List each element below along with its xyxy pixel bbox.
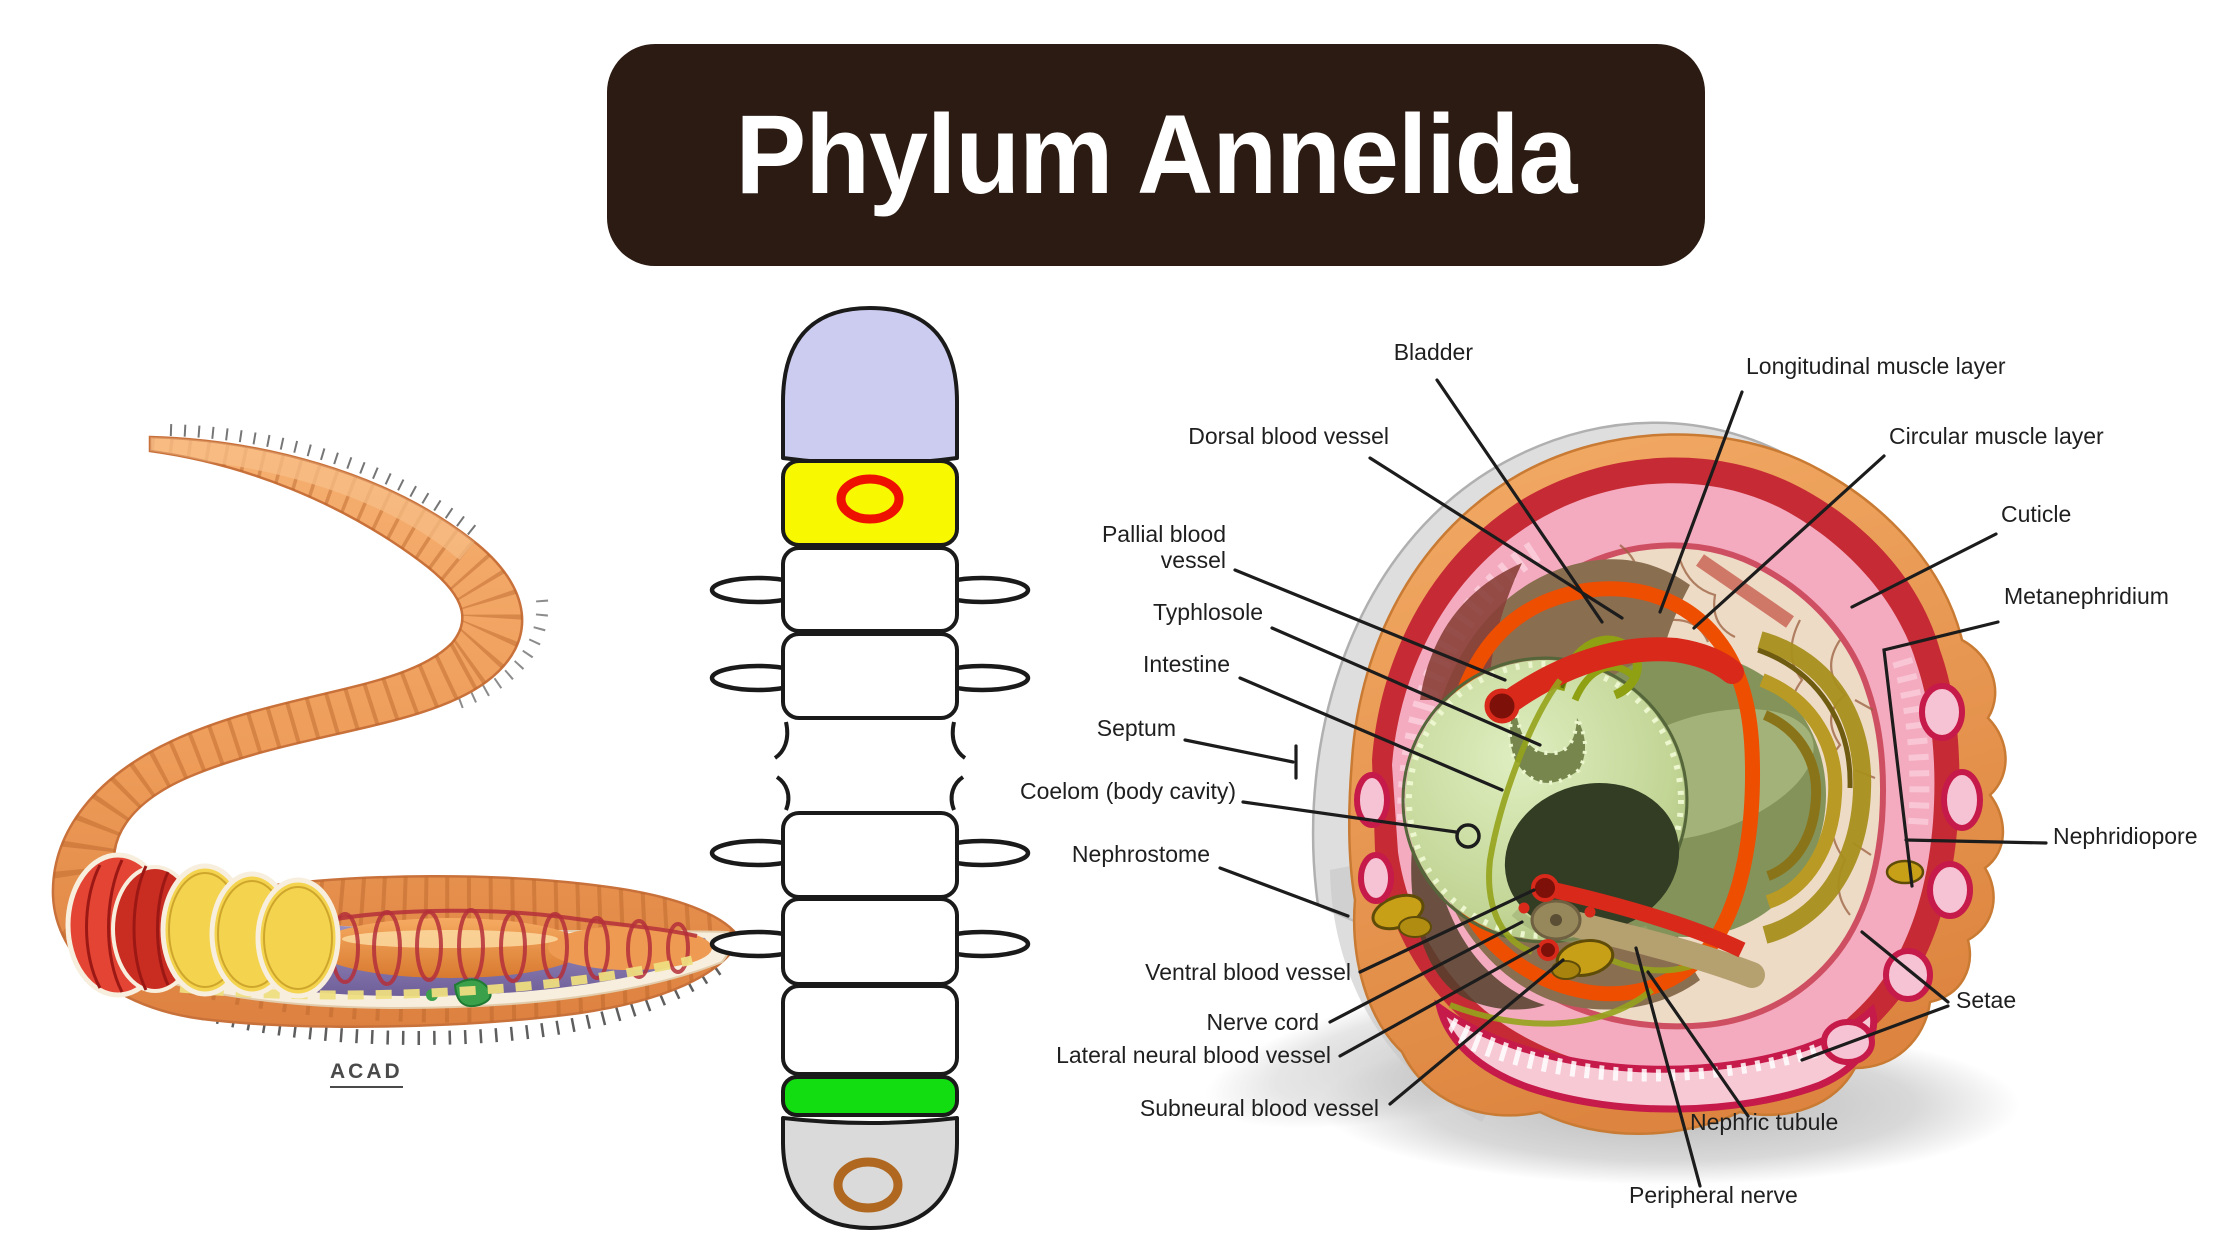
leader-metanephridium: [1882, 620, 2000, 888]
worm-setae-bottom: [74, 945, 731, 1046]
worm-ring-vessels: [330, 908, 690, 986]
ventral-blood-vessel-shape: [1543, 880, 1746, 958]
label-intestine: Intestine: [1143, 651, 1230, 677]
tail-ring: [833, 1157, 903, 1213]
lateral-neural-vessel-left: [1518, 902, 1530, 914]
nerve-cord-tube: [1545, 907, 1765, 988]
segment-tail: [781, 1116, 959, 1230]
label-circular-muscle-layer: Circular muscle layer: [1889, 423, 2104, 449]
segment-clitellum: [781, 459, 959, 547]
leader-ventral-blood-vessel: [1358, 888, 1536, 974]
worm-cutaway: [65, 852, 733, 1010]
leader-septum: [1183, 738, 1295, 764]
label-typhlosole: Typhlosole: [1153, 599, 1263, 625]
leader-longitudinal-muscle-layer: [1658, 390, 1744, 614]
dorsal-blood-vessel-shape: [1493, 637, 1744, 717]
title-banner: Phylum Annelida: [607, 44, 1705, 266]
label-ventral-blood-vessel: Ventral blood vessel: [1145, 959, 1351, 985]
leader-lateral-neural-blood-vessel: [1338, 944, 1540, 1058]
segment-growth-zone: [781, 1075, 959, 1117]
label-nephric-tubule: Nephric tubule: [1690, 1109, 1839, 1135]
typhlosole-fold: [1508, 704, 1587, 785]
worm-segment-bands: [52, 437, 741, 1023]
label-metanephridium: Metanephridium: [2004, 583, 2169, 609]
label-coelom: Coelom (body cavity): [1019, 778, 1236, 804]
leader-pallial-blood-vessel: [1233, 568, 1507, 682]
worm-intestine-highlight: [342, 930, 558, 948]
metanephridium-coils: [1757, 631, 1872, 944]
leader-coelom-circle: [1455, 823, 1481, 849]
leader-peripheral-nerve: [1634, 946, 1702, 1188]
label-setae: Setae: [1956, 987, 2017, 1013]
leader-circular-muscle-layer: [1692, 454, 1886, 630]
leader-nephric-tubule: [1646, 970, 1750, 1118]
coelom-shadow: [1411, 830, 1545, 1010]
dorsal-vessel-cut-end: [1484, 688, 1520, 724]
muscle-texture-right: [1892, 657, 1930, 827]
leader-setae-upper: [1860, 930, 1950, 1004]
leader-subneural-blood-vessel: [1388, 958, 1565, 1106]
earthworm-illustration: [51, 424, 742, 1046]
label-dorsal-blood-vessel: Dorsal blood vessel: [1188, 423, 1389, 449]
leader-lines: [1183, 378, 2048, 1188]
label-nerve-cord: Nerve cord: [1206, 1009, 1319, 1035]
ventral-vessel-cut-end: [1531, 874, 1559, 902]
intestinal-ring: [1440, 581, 1760, 1002]
label-cuticle: Cuticle: [2001, 501, 2072, 527]
leader-nephridiopore: [1904, 838, 2048, 845]
label-nephrostome: Nephrostome: [1071, 841, 1210, 867]
nerve-cord-core: [1550, 914, 1562, 926]
leader-cuticle: [1850, 532, 1998, 609]
label-lateral-neural-blood-vessel: Lateral neural blood vessel: [1056, 1042, 1331, 1068]
subneural-vessel-cut-end: [1537, 939, 1559, 961]
label-pallial-blood-vessel: Pallial blood vessel: [1101, 521, 1226, 573]
leader-nephrostome: [1218, 866, 1350, 918]
leader-dorsal-blood-vessel: [1368, 456, 1624, 620]
leader-nerve-cord: [1328, 920, 1524, 1024]
leader-setae-lower: [1800, 1004, 1950, 1062]
nephridium-bulbs: [1371, 859, 1925, 980]
coelom-upper-patch: [1420, 563, 1522, 700]
worm-setae-bend: [454, 599, 549, 710]
worm-nerve-cord: [179, 955, 694, 1000]
cross-section-figure: [1204, 421, 2020, 1185]
segment-body-group: [773, 546, 967, 1076]
leader-intestine: [1238, 676, 1504, 792]
label-peripheral-nerve: Peripheral nerve: [1629, 1182, 1798, 1208]
illustration-credit: ACAD: [330, 1060, 403, 1088]
leader-coelom: [1241, 800, 1458, 834]
label-longitudinal-muscle-layer: Longitudinal muscle layer: [1746, 353, 2006, 379]
label-nephridiopore: Nephridiopore: [2053, 823, 2198, 849]
worm-yellow-discs: [160, 863, 341, 999]
page-title: Phylum Annelida: [735, 91, 1578, 218]
intestine-dashed-rim: [1406, 661, 1684, 939]
label-bladder: Bladder: [1393, 339, 1473, 365]
segment-head: [781, 306, 959, 466]
dorsal-vessel-far: [1696, 554, 1794, 628]
segment-diagram: [709, 306, 1031, 1230]
leader-typhlosole: [1270, 626, 1542, 747]
leader-bladder: [1435, 378, 1604, 624]
label-subneural-blood-vessel: Subneural blood vessel: [1139, 1095, 1379, 1121]
label-septum: Septum: [1096, 715, 1176, 741]
clitellum-ring: [836, 474, 904, 524]
lateral-neural-vessel-right: [1584, 906, 1596, 918]
